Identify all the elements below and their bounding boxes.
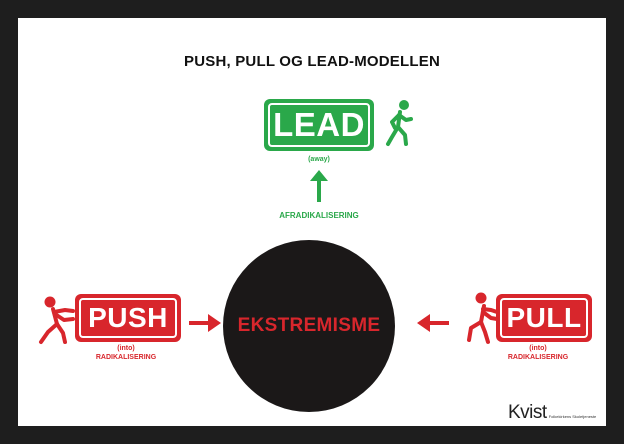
- push-sign-label: PUSH: [79, 298, 177, 338]
- push-sub-label: (into): [117, 345, 135, 352]
- push-sign: PUSH: [75, 294, 181, 342]
- lead-sign: LEAD: [264, 99, 374, 151]
- arrow-left-icon: [417, 314, 449, 332]
- lead-sub-label: (away): [308, 156, 330, 163]
- extremism-circle: EKSTREMISME: [223, 240, 395, 412]
- logo-wordmark: Kvist: [508, 402, 547, 423]
- push-process-label: RADIKALISERING: [95, 354, 157, 361]
- logo-tagline: Folkekirkens Skoletjeneste: [548, 414, 597, 419]
- kvist-logo: Kvist Folkekirkens Skoletjeneste: [508, 402, 596, 424]
- arrow-right-icon: [189, 314, 221, 332]
- arrow-up-icon: [310, 170, 328, 202]
- pull-sub-label: (into): [529, 345, 547, 352]
- pulling-person-icon: [467, 292, 499, 344]
- pull-sign-label: PULL: [500, 298, 588, 338]
- extremism-label: EKSTREMISME: [237, 315, 381, 336]
- lead-sign-label: LEAD: [268, 103, 370, 147]
- pull-sign: PULL: [496, 294, 592, 342]
- walking-person-icon: [386, 100, 413, 146]
- diagram-canvas: PUSH, PULL OG LEAD-MODELLEN LEAD (away) …: [18, 18, 606, 426]
- pull-process-label: RADIKALISERING: [507, 354, 569, 361]
- lead-process-label: AFRADIKALISERING: [279, 211, 359, 220]
- pushing-person-icon: [39, 296, 75, 344]
- page-title: PUSH, PULL OG LEAD-MODELLEN: [184, 53, 440, 70]
